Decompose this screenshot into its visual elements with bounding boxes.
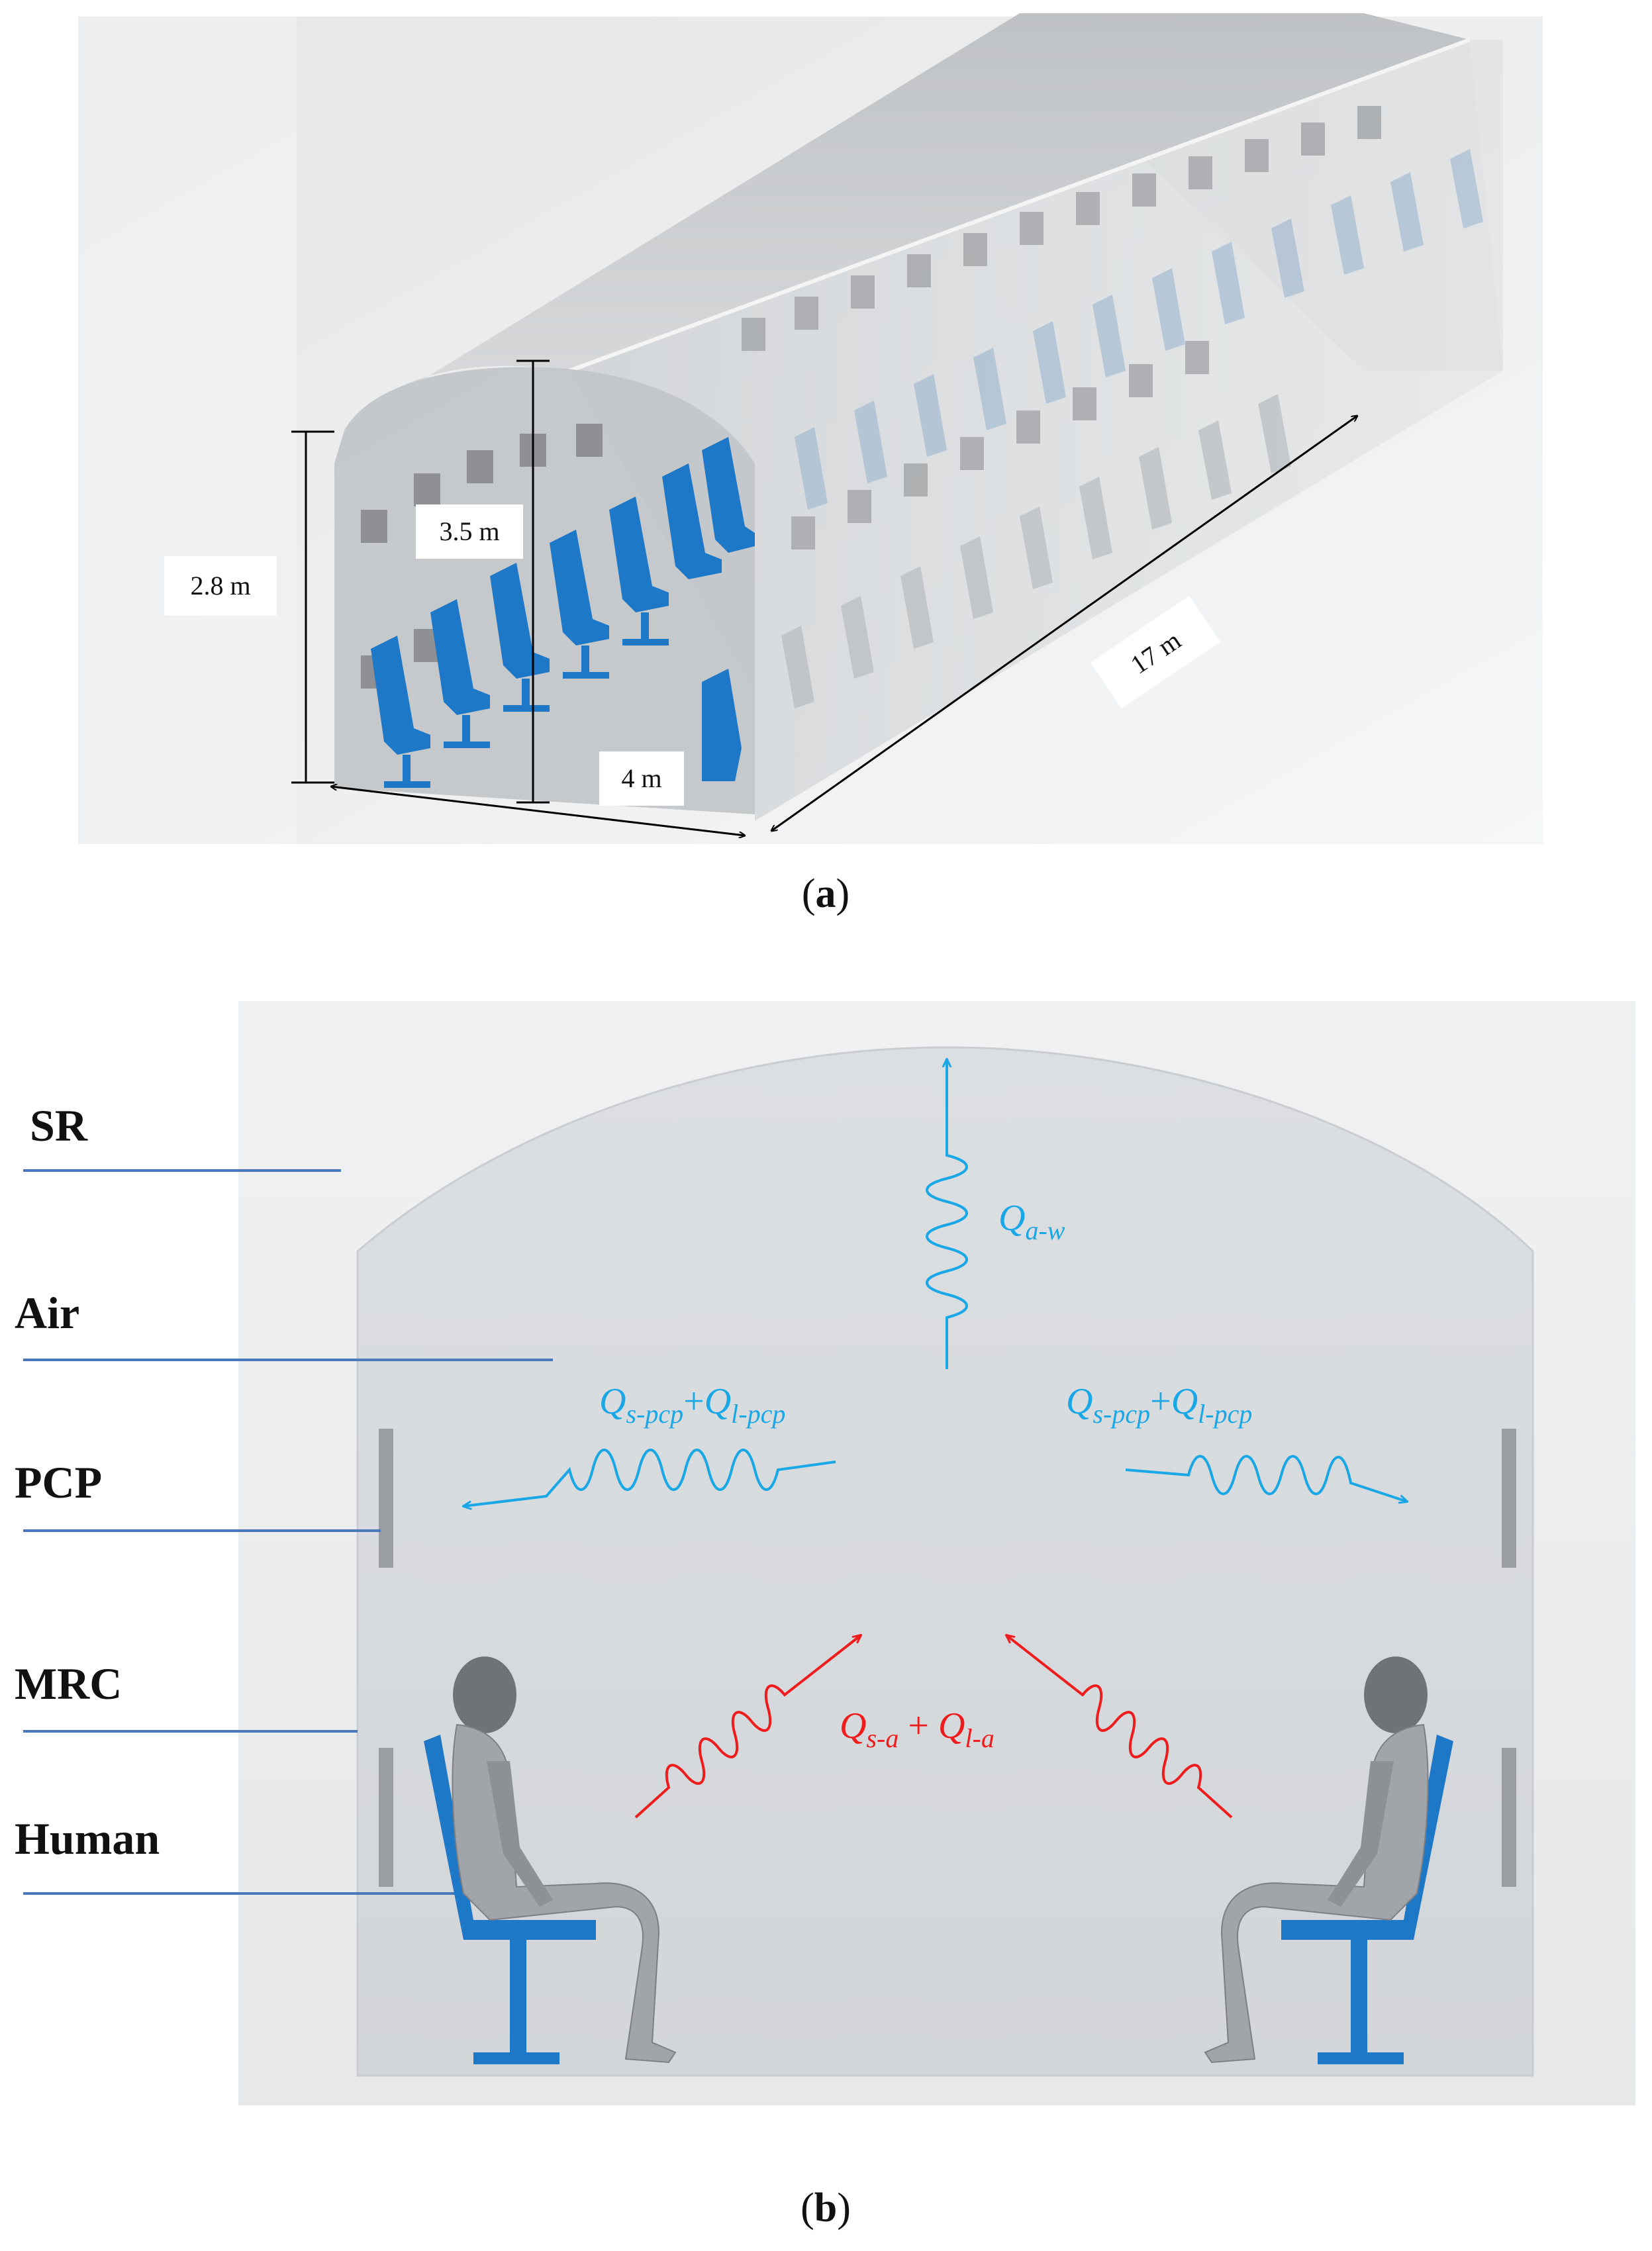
front-windows: [361, 424, 603, 689]
cabin-cross-section: [356, 1046, 1534, 2077]
pcp-panels: [379, 1429, 1516, 1887]
q-pcp-left-label: Qs-pcp+Ql-pcp: [599, 1381, 785, 1429]
dim-length-group: 17 m: [1090, 595, 1221, 709]
head-right: [1364, 1656, 1428, 1733]
flow-air-to-pcp-left: [463, 1449, 836, 1506]
heat-flow-blue: [463, 1059, 1407, 1506]
q-air-wall-label: Qa-w: [998, 1198, 1065, 1245]
human-left: [424, 1656, 677, 2064]
caption-a: (a): [802, 871, 850, 916]
seat-right: [1281, 1735, 1453, 2064]
q-pcp-right-label: Qs-pcp+Ql-pcp: [1066, 1381, 1252, 1429]
dim-width-label: 4 m: [621, 763, 661, 793]
pcp-panel-upper-left: [379, 1429, 393, 1568]
arm-left: [487, 1761, 553, 1907]
dim-height-side-box: [164, 556, 277, 616]
heat-flow-red: [634, 1635, 1233, 1819]
pcp-panel-lower-right: [1502, 1748, 1516, 1887]
flow-human-left-to-air: [634, 1635, 861, 1819]
flow-air-to-wall: [926, 1059, 968, 1369]
human-right: [1204, 1656, 1453, 2064]
dim-height-center-box: [416, 504, 523, 559]
dim-length-line: [771, 416, 1357, 831]
head-left: [453, 1656, 516, 1733]
dim-length-box: [1090, 595, 1221, 709]
label-human: Human: [15, 1813, 160, 1864]
label-mrc: MRC: [15, 1658, 122, 1709]
roof-highlight: [568, 38, 1471, 373]
panel-b: SR Air PCP MRC Human: [15, 1001, 1635, 2230]
q-human-air-label: Qs-a + Ql-a: [840, 1705, 995, 1753]
label-lines: [23, 1169, 553, 1895]
pcp-panel-lower-left: [379, 1748, 393, 1887]
dim-height-center-label: 3.5 m: [439, 516, 499, 546]
flow-air-to-pcp-right: [1125, 1455, 1407, 1502]
seat-left: [424, 1735, 596, 2064]
label-sr: SR: [30, 1100, 88, 1151]
pcp-panel-upper-right: [1502, 1429, 1516, 1568]
front-seats: [371, 437, 755, 788]
flow-human-right-to-air: [1006, 1635, 1233, 1819]
arm-right: [1328, 1761, 1394, 1907]
label-pcp: PCP: [15, 1457, 102, 1508]
dim-width-line: [331, 787, 745, 836]
dim-width-box: [599, 751, 684, 806]
dim-height-side-label: 2.8 m: [190, 571, 250, 600]
caption-b: (b): [801, 2185, 851, 2230]
label-air: Air: [15, 1288, 79, 1338]
cabin-roof: [351, 13, 1470, 424]
panel-a: 2.8 m 3.5 m 4 m 17 m (a): [78, 13, 1543, 916]
dimension-lines: [291, 359, 1357, 836]
panel-a-bg-shade: [78, 17, 297, 844]
